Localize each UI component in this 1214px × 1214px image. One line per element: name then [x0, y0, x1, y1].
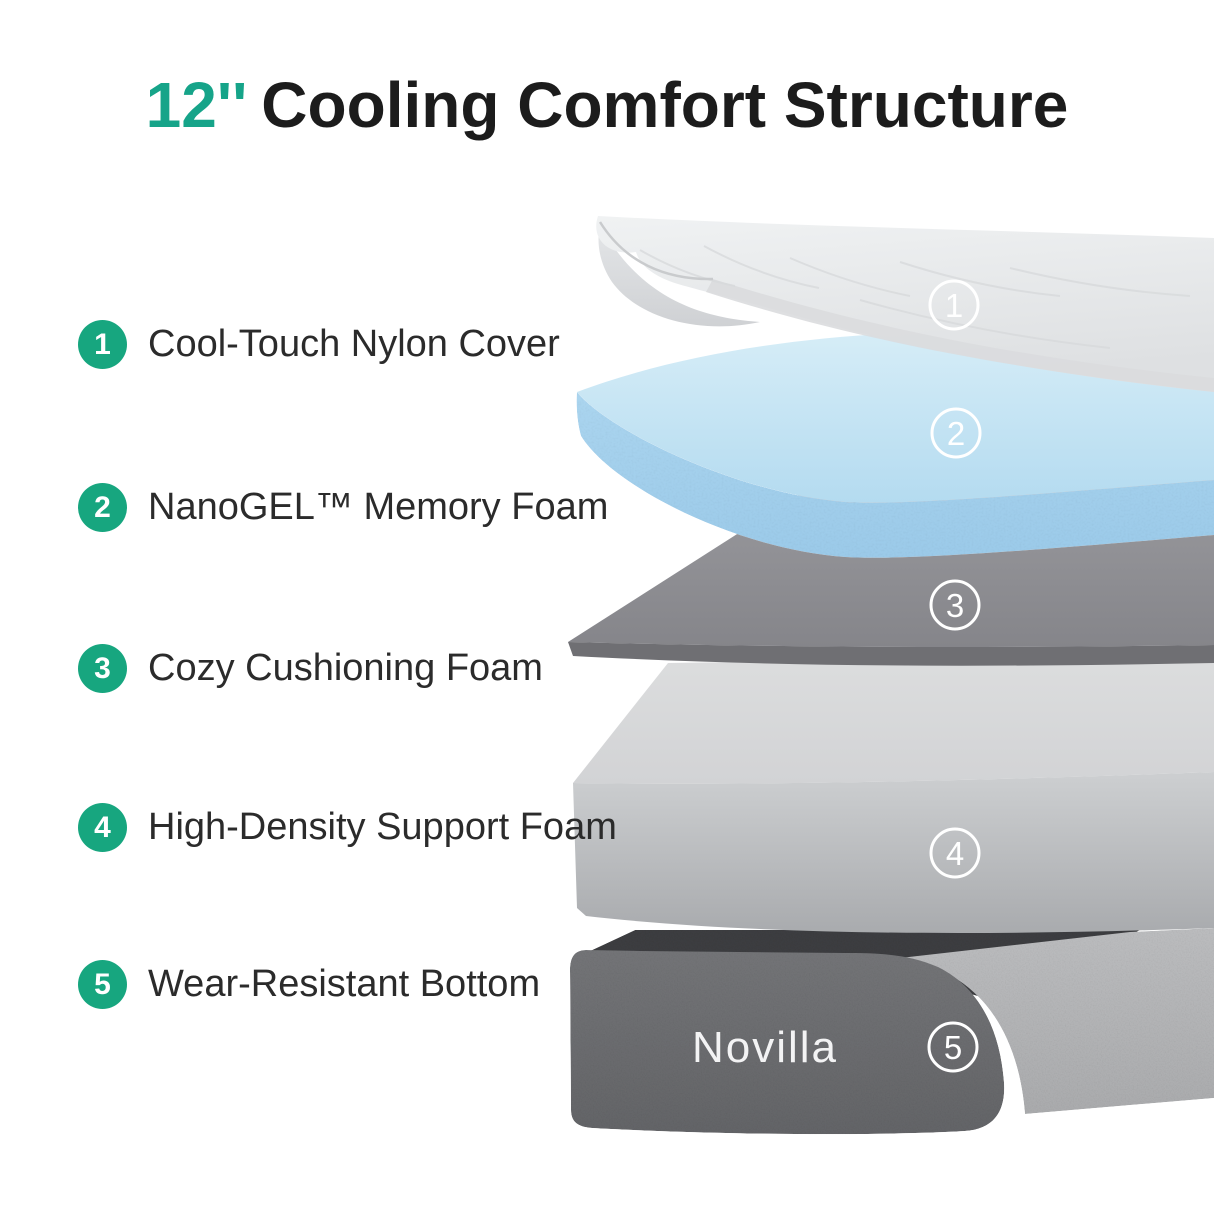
marker-5-circle [927, 1021, 979, 1073]
marker-5: 5 [927, 1021, 979, 1073]
layer1-cover-graphic [596, 216, 1214, 392]
legend-item-4: 4 High-Density Support Foam [78, 803, 617, 852]
marker-4-number: 4 [946, 835, 964, 872]
legend-item-3: 3 Cozy Cushioning Foam [78, 644, 543, 693]
legend-5-number-badge: 5 [78, 960, 127, 1009]
marker-2: 2 [930, 407, 982, 459]
cover-texture-lines [639, 245, 1191, 349]
cover-fold-lobe [598, 225, 760, 327]
layer-markers: 1 2 3 4 5 [927, 279, 982, 1073]
layer5-base-graphic [570, 928, 1214, 1135]
marker-5-number: 5 [944, 1029, 962, 1066]
legend-2-label: NanoGEL™ Memory Foam [148, 486, 609, 528]
page-title: 12''Cooling Comfort Structure [0, 69, 1214, 141]
legend-2-number-badge: 2 [78, 483, 127, 532]
legend-item-5: 5 Wear-Resistant Bottom [78, 960, 540, 1009]
base-front-dark-panel [570, 950, 1005, 1135]
layer2-gel-foam-graphic [576, 330, 1214, 558]
title-main-text: Cooling Comfort Structure [261, 69, 1069, 141]
layer4-top-face [573, 655, 1214, 784]
cover-crease-line [598, 221, 714, 281]
base-side-light-panel [900, 928, 1214, 1114]
legend-1-label: Cool-Touch Nylon Cover [148, 323, 560, 365]
cover-sheet [596, 216, 1214, 392]
marker-4: 4 [929, 827, 981, 879]
brand-logo: Novilla [692, 1023, 838, 1072]
marker-1: 1 [928, 279, 980, 331]
marker-2-circle [930, 407, 982, 459]
marker-4-circle [929, 827, 981, 879]
legend-4-number-badge: 4 [78, 803, 127, 852]
marker-3-circle [929, 579, 981, 631]
legend-item-1: 1 Cool-Touch Nylon Cover [78, 320, 560, 369]
legend-4-label: High-Density Support Foam [148, 806, 617, 848]
marker-2-number: 2 [947, 415, 965, 452]
layer4-front-face [573, 772, 1214, 933]
layer2-front-edge [576, 392, 1214, 558]
legend-5-label: Wear-Resistant Bottom [148, 963, 541, 1005]
layer4-support-foam-graphic [573, 655, 1214, 933]
legend-item-2: 2 NanoGEL™ Memory Foam [78, 483, 608, 532]
layer3-front-edge [568, 642, 1214, 666]
marker-1-circle [928, 279, 980, 331]
layer2-top-face [577, 330, 1214, 503]
legend-1-number-badge: 1 [78, 320, 127, 369]
title-size-highlight: 12'' [145, 69, 248, 141]
marker-3-number: 3 [946, 587, 964, 624]
legend-3-label: Cozy Cushioning Foam [148, 647, 543, 689]
cover-front-edge-band [706, 279, 1214, 392]
marker-1-number: 1 [945, 287, 963, 324]
marker-3: 3 [929, 579, 981, 631]
legend-3-number-badge: 3 [78, 644, 127, 693]
